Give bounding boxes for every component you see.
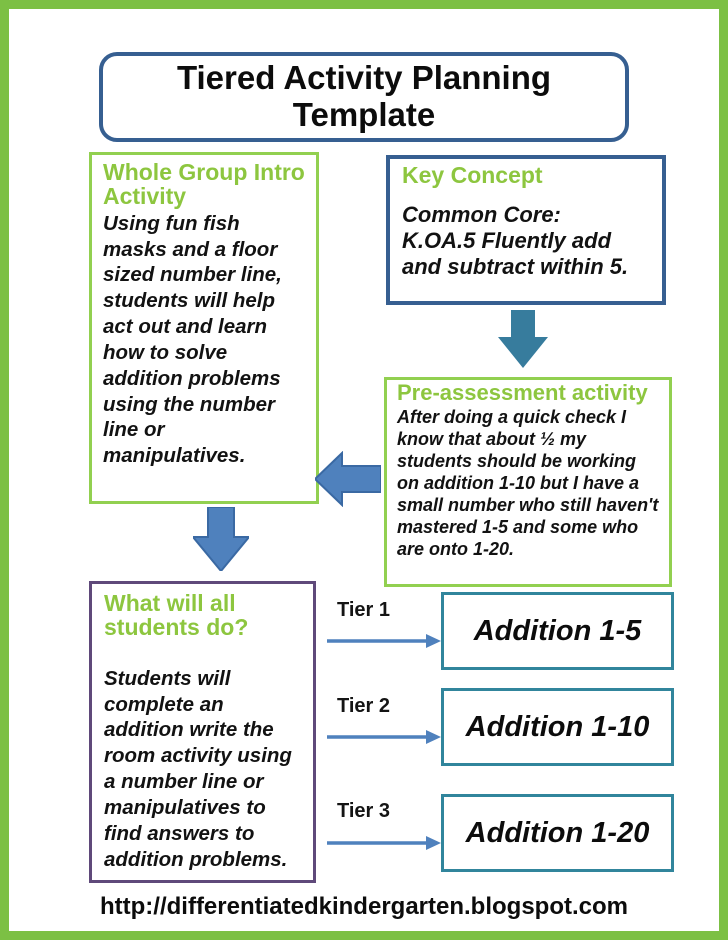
page-title: Tiered Activity Planning Template: [99, 52, 629, 142]
all-students-box: What will all students do? Students will…: [89, 581, 316, 883]
tier-3-value: Addition 1-20: [465, 816, 650, 849]
tier-3-label: Tier 3: [337, 800, 390, 822]
all-students-heading: What will all students do?: [104, 590, 249, 640]
key-concept-body: Common Core: K.OA.5 Fluently add and sub…: [402, 201, 629, 279]
tier-arrow-icon: [327, 633, 441, 649]
pre-assessment-box: Pre-assessment activity After doing a qu…: [384, 377, 672, 587]
tier-arrow-icon: [327, 729, 441, 745]
tier-3-value-box: Addition 1-20: [441, 794, 674, 872]
tier-arrow-icon: [327, 835, 441, 851]
tier-2-value: Addition 1-10: [465, 710, 650, 743]
tier-1-value-box: Addition 1-5: [441, 592, 674, 670]
all-students-body: Students will complete an addition write…: [104, 666, 292, 871]
whole-group-box: Whole Group Intro Activity Using fun fis…: [89, 152, 319, 504]
tier-1-value: Addition 1-5: [473, 614, 642, 647]
tier-2-label: Tier 2: [337, 695, 390, 717]
key-concept-box: Key Concept Common Core: K.OA.5 Fluently…: [386, 155, 666, 305]
pre-assessment-body: After doing a quick check I know that ab…: [397, 406, 659, 559]
tier-2-value-box: Addition 1-10: [441, 688, 674, 766]
left-arrow-icon: [315, 451, 381, 507]
down-arrow-icon: [193, 507, 249, 571]
whole-group-body: Using fun fish masks and a floor sized n…: [103, 211, 282, 468]
pre-assessment-heading: Pre-assessment activity: [397, 380, 648, 405]
down-arrow-icon: [498, 310, 548, 368]
footer-url: http://differentiatedkindergarten.blogsp…: [99, 893, 628, 920]
tier-1-label: Tier 1: [337, 599, 390, 621]
whole-group-heading: Whole Group Intro Activity: [103, 159, 305, 209]
key-concept-heading: Key Concept: [402, 162, 543, 188]
